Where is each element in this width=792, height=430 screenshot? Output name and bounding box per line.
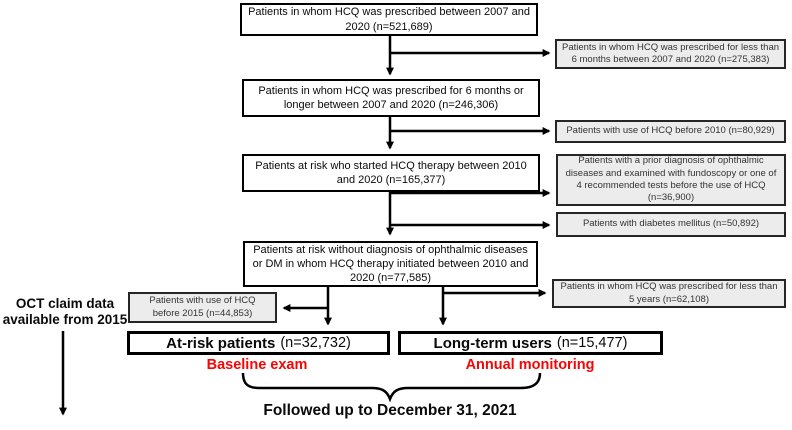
exclusion-box-less-than-6months: Patients in whom HCQ was prescribed for … xyxy=(555,39,786,69)
cohort-box-no-ophthalmic-dm: Patients at risk without diagnosis of op… xyxy=(243,241,538,287)
exclusion-box-less-than-5years: Patients in whom HCQ was prescribed for … xyxy=(552,279,786,308)
group-long-term-name: Long-term users xyxy=(433,334,552,352)
oct-claim-note: OCT claim data available from 2015 xyxy=(0,296,130,328)
oct-claim-note-line2: available from 2015 xyxy=(2,311,128,327)
exclusion-box-diabetes: Patients with diabetes mellitus (n=50,89… xyxy=(556,212,786,237)
group-box-at-risk: At-risk patients (n=32,732) xyxy=(127,331,390,355)
baseline-exam-label: Baseline exam xyxy=(206,357,308,373)
exclusion-box-prior-ophthalmic: Patients with a prior diagnosis of ophth… xyxy=(556,154,786,206)
followup-caption: Followed up to December 31, 2021 xyxy=(263,402,517,419)
annual-monitoring-label: Annual monitoring xyxy=(465,357,595,373)
cohort-box-started-2010-2020: Patients at risk who started HCQ therapy… xyxy=(242,154,540,192)
oct-claim-note-line1: OCT claim data xyxy=(15,296,115,311)
group-long-term-count: (n=15,477) xyxy=(556,335,628,351)
group-at-risk-count: (n=32,732) xyxy=(280,335,351,351)
cohort-box-6months-or-longer: Patients in whom HCQ was prescribed for … xyxy=(242,79,540,117)
cohort-box-prescribed-2007-2020: Patients in whom HCQ was prescribed betw… xyxy=(240,3,538,36)
followup-brace xyxy=(241,372,542,403)
group-box-long-term: Long-term users (n=15,477) xyxy=(398,331,663,355)
group-at-risk-name: At-risk patients xyxy=(166,334,276,352)
exclusion-box-hcq-before-2010: Patients with use of HCQ before 2010 (n=… xyxy=(555,120,786,143)
exclusion-box-hcq-before-2015: Patients with use of HCQ before 2015 (n=… xyxy=(128,292,277,323)
